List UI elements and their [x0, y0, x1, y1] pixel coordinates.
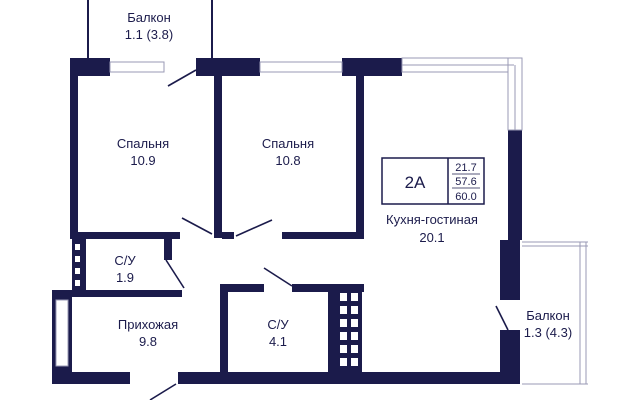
wall-bottom-right	[178, 372, 506, 384]
room-hallway: Прихожая 9.8	[118, 317, 178, 349]
room-name: Балкон	[526, 308, 570, 323]
living-area: 21.7	[455, 162, 476, 174]
door-bath-small	[165, 259, 185, 289]
wall-bedroom2-bottom-a	[222, 232, 234, 239]
ventilation-shaft	[336, 288, 362, 374]
wall-bedroom2-bottom-b	[282, 232, 364, 239]
room-area: 20.1	[419, 230, 444, 245]
door-balcony-top	[167, 69, 197, 87]
room-area: 9.8	[139, 334, 157, 349]
door-bedroom-1	[181, 217, 213, 235]
wall-bath-small-bottom	[72, 290, 182, 297]
room-area: 4.1	[269, 334, 287, 349]
wall-bottom-left	[52, 372, 130, 384]
interior-walls	[70, 58, 364, 374]
room-name: Прихожая	[118, 317, 178, 332]
wall-bath-large-top-a	[220, 284, 264, 292]
windows	[109, 57, 523, 131]
apartment-badge: 2А 21.7 57.6 60.0	[381, 157, 485, 205]
door-entrance	[149, 383, 177, 400]
room-name: Балкон	[127, 10, 171, 25]
ventilation-shaft-left	[75, 244, 80, 286]
total-area: 57.6	[455, 176, 476, 188]
room-bathroom-large: С/У 4.1	[267, 317, 289, 349]
room-kitchen-living: Кухня-гостиная 20.1	[386, 212, 478, 245]
wall-bedroom1-bottom	[70, 232, 180, 239]
room-bedroom-2: Спальня 10.8	[262, 136, 314, 168]
wall-bath-large-right	[328, 284, 336, 374]
wall-top-right	[342, 58, 402, 76]
door-swings	[149, 69, 509, 400]
wall-between-bedrooms	[214, 58, 222, 238]
room-balcony-top: Балкон 1.1 (3.8)	[125, 10, 173, 42]
room-balcony-right: Балкон 1.3 (4.3)	[524, 308, 572, 340]
room-name: С/У	[114, 253, 136, 268]
room-area: 1.3 (4.3)	[524, 325, 572, 340]
room-name: С/У	[267, 317, 289, 332]
room-area: 1.9	[116, 270, 134, 285]
window-bedroom-2	[259, 61, 343, 73]
wall-right-lower	[500, 240, 520, 300]
door-balcony-right	[495, 305, 509, 331]
door-bath-large	[263, 267, 293, 287]
door-bedroom-2	[235, 219, 273, 237]
apartment-type: 2А	[405, 173, 426, 192]
wall-top-mid	[196, 58, 260, 76]
total-area-with-balconies: 60.0	[455, 191, 476, 203]
wall-bath-large-left	[220, 284, 228, 374]
wall-bedroom2-kitchen	[356, 58, 364, 238]
room-area: 10.9	[130, 153, 155, 168]
room-name: Кухня-гостиная	[386, 212, 478, 227]
wall-right-bottom	[500, 330, 520, 384]
wall-bath-small-right	[164, 238, 172, 260]
room-area: 1.1 (3.8)	[125, 27, 173, 42]
room-bathroom-small: С/У 1.9	[114, 253, 136, 285]
room-area: 10.8	[275, 153, 300, 168]
balcony-top	[87, 0, 213, 62]
walls	[52, 58, 522, 384]
balcony-right	[522, 241, 588, 385]
room-name: Спальня	[117, 136, 169, 151]
room-bedroom-1: Спальня 10.9	[117, 136, 169, 168]
wall-right-upper	[508, 130, 522, 240]
window-bedroom-1	[109, 61, 165, 73]
wall-left-upper	[70, 58, 78, 238]
room-name: Спальня	[262, 136, 314, 151]
wall-top-left	[70, 58, 110, 76]
window-hallway	[55, 299, 69, 367]
